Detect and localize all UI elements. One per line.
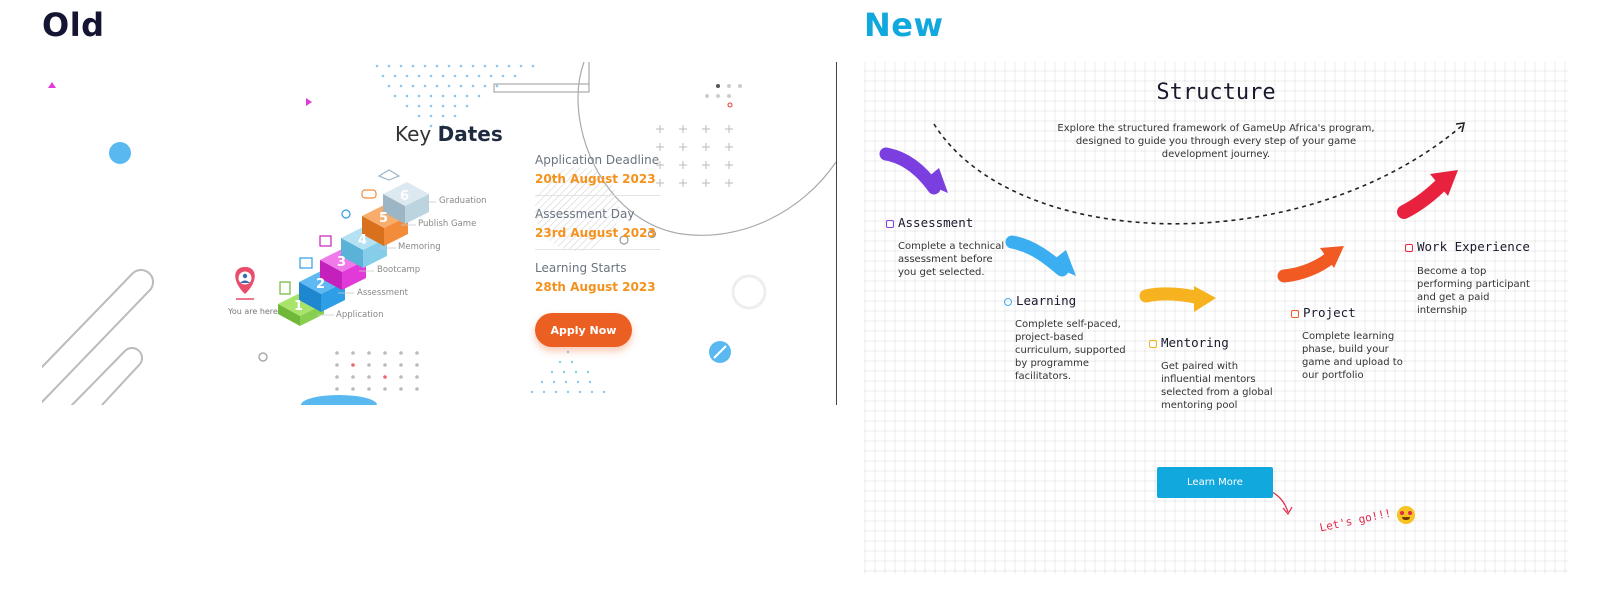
step-title-assessment: Assessment <box>886 215 973 230</box>
step-number-5: 5 <box>379 211 388 226</box>
date-value-application-deadline: 20th August 2023 <box>535 172 656 186</box>
step-number-2: 2 <box>316 277 325 292</box>
step-number-1: 1 <box>294 299 303 314</box>
arrow-yellow <box>1139 286 1216 312</box>
arrow-purple <box>879 147 948 195</box>
step-number-3: 3 <box>337 255 346 270</box>
step-title-project: Project <box>1291 305 1356 320</box>
new-decorations <box>879 122 1466 516</box>
step-desc-learning: Complete self-paced, project-based curri… <box>1015 319 1126 382</box>
step-desc-project: Complete learning phase, build your game… <box>1302 331 1403 381</box>
dashed-arc <box>933 123 1465 225</box>
step-number-4: 4 <box>358 233 367 248</box>
step-title-learning: Learning <box>1004 293 1076 308</box>
date-divider <box>535 195 660 196</box>
panel-divider <box>836 62 837 405</box>
arrow-blue <box>1005 235 1076 277</box>
old-decorations: 1 2 3 4 5 6 <box>42 62 836 405</box>
date-label-assessment-day: Assessment Day <box>535 207 635 221</box>
new-heading: New <box>864 6 944 44</box>
step-desc-mentoring: Get paired with influential mentors sele… <box>1161 361 1273 411</box>
dashed-arc-arrowhead <box>1455 122 1466 133</box>
arrow-red <box>1397 170 1458 219</box>
star-eyes-emoji-icon <box>1397 506 1415 524</box>
apply-now-button[interactable]: Apply Now <box>535 313 632 347</box>
step-label-assessment: Assessment <box>357 288 408 298</box>
step-title-mentoring: Mentoring <box>1149 335 1229 350</box>
step-label-publish-game: Publish Game <box>418 219 477 229</box>
structure-description: Explore the structured framework of Game… <box>1057 123 1375 160</box>
arrow-orange <box>1277 246 1344 283</box>
date-value-learning-starts: 28th August 2023 <box>535 280 656 294</box>
you-are-here-label: You are here <box>228 307 278 316</box>
old-key-dates-panel: 1 2 3 4 5 6 Key Dates Application Ass <box>42 62 836 405</box>
step-label-application: Application <box>336 310 384 320</box>
staircase-graphic <box>278 182 429 326</box>
clipboard-icon <box>886 219 894 228</box>
document-icon <box>1291 309 1299 318</box>
step-desc-assessment: Complete a technical assessment before y… <box>898 241 1005 278</box>
step-label-memoring: Memoring <box>398 242 441 252</box>
new-structure-panel: Structure Explore the structured framewo… <box>864 62 1568 574</box>
date-value-assessment-day: 23rd August 2023 <box>535 226 656 240</box>
step-title-work-experience: Work Experience <box>1405 239 1530 254</box>
step-label-bootcamp: Bootcamp <box>377 265 421 275</box>
learn-more-button[interactable]: Learn More <box>1157 467 1273 498</box>
key-dates-title: Key Dates <box>395 122 503 146</box>
location-pin-icon <box>1004 297 1012 306</box>
date-label-learning-starts: Learning Starts <box>535 261 627 275</box>
step-desc-work-experience: Become a top performing participant and … <box>1417 266 1530 316</box>
date-label-application-deadline: Application Deadline <box>535 153 660 167</box>
structure-title: Structure <box>1156 80 1276 105</box>
step-label-graduation: Graduation <box>439 196 487 206</box>
thumbs-up-icon <box>1149 339 1157 348</box>
date-divider <box>535 249 660 250</box>
briefcase-icon <box>1405 243 1413 252</box>
step-number-6: 6 <box>400 189 409 204</box>
old-heading: Old <box>42 6 105 44</box>
